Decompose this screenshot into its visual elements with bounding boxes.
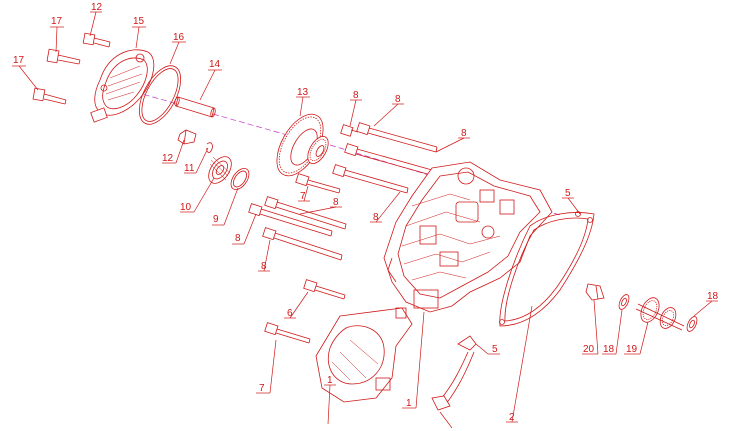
bolt-7-middle xyxy=(295,173,341,194)
callout-8-b: 8 xyxy=(395,94,401,105)
callout-8-g: 8 xyxy=(261,261,267,272)
callout-16: 16 xyxy=(173,32,185,43)
o-ring-16 xyxy=(138,65,182,125)
gasket-5 xyxy=(499,211,595,327)
alignment-axis xyxy=(134,91,306,141)
callout-2: 2 xyxy=(509,412,515,423)
leader-lines xyxy=(12,11,718,429)
bolt-7-lower xyxy=(264,322,311,344)
main-housing-1 xyxy=(383,161,553,313)
callout-10: 10 xyxy=(180,202,192,213)
callout-1-housing: 1 xyxy=(406,398,412,409)
callout-18-right: 18 xyxy=(707,291,719,302)
callout-5-right: 5 xyxy=(565,188,571,199)
cover-housing-15 xyxy=(90,49,155,123)
bolt-8-upper-c xyxy=(344,143,433,176)
callout-5-bottom: 5 xyxy=(492,344,498,355)
bolt-17-upper xyxy=(46,48,81,65)
lower-cover-1 xyxy=(315,307,413,403)
bolt-8-middle-b xyxy=(248,203,333,237)
callout-7-middle: 7 xyxy=(300,191,306,202)
plug-20 xyxy=(585,283,605,301)
callout-20: 20 xyxy=(583,344,595,355)
gear-shaft-19 xyxy=(635,297,685,331)
callout-15: 15 xyxy=(133,16,145,27)
callout-8-e: 8 xyxy=(373,212,379,223)
bolt-8-upper-b xyxy=(356,122,438,153)
callout-17-left: 17 xyxy=(13,55,25,66)
gear-13 xyxy=(276,113,329,177)
callout-8-f: 8 xyxy=(235,233,241,244)
bushing-12 xyxy=(177,129,197,145)
bolt-8-middle-c xyxy=(262,227,343,261)
callout-12-lower: 12 xyxy=(162,153,174,164)
callout-1-cover: 1 xyxy=(327,375,333,386)
callout-19: 19 xyxy=(626,344,638,355)
callout-7-lower: 7 xyxy=(259,383,265,394)
bolt-6 xyxy=(303,279,346,300)
callout-9: 9 xyxy=(213,214,219,225)
bracket-2 xyxy=(431,335,477,411)
callout-6: 6 xyxy=(287,308,293,319)
bolt-12-top xyxy=(82,32,111,48)
clip-11 xyxy=(206,142,213,153)
bolt-8-upper-d xyxy=(332,164,409,194)
callout-18-left: 18 xyxy=(603,344,615,355)
callout-14: 14 xyxy=(209,59,221,70)
washer-18-left xyxy=(618,294,630,310)
washer-18-right xyxy=(686,316,698,332)
callout-11: 11 xyxy=(184,163,195,174)
callout-labels: 17 12 15 16 17 14 13 8 8 8 12 11 10 9 7 … xyxy=(13,2,719,423)
bolt-8-middle-a xyxy=(264,196,347,230)
bolt-17-lower xyxy=(32,87,67,105)
callout-8-a: 8 xyxy=(353,90,359,101)
callout-17-top: 17 xyxy=(51,16,63,27)
washer-9 xyxy=(230,167,250,191)
callout-13: 13 xyxy=(297,87,309,98)
callout-12-top: 12 xyxy=(91,2,103,13)
callout-8-c: 8 xyxy=(461,128,467,139)
callout-8-d: 8 xyxy=(333,197,339,208)
bolt-8-upper-a xyxy=(340,124,359,137)
shaft-14 xyxy=(174,96,216,118)
